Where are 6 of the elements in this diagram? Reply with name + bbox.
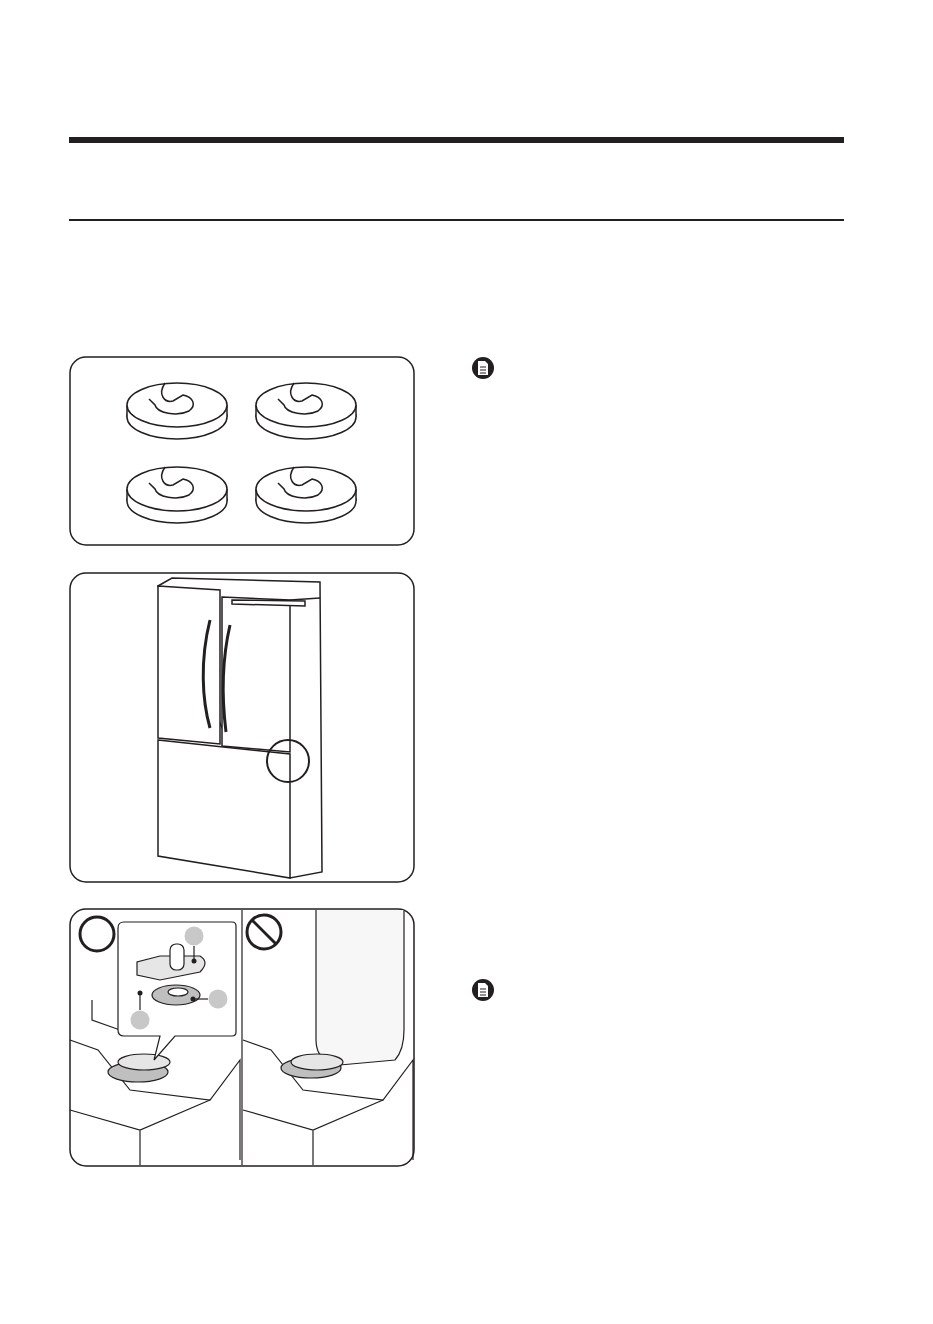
callout-circle	[184, 926, 204, 946]
leader-line	[191, 945, 197, 964]
callout-circle	[130, 1010, 150, 1030]
leader-line	[190, 996, 209, 1002]
leader-line	[137, 990, 143, 1011]
callout-circle	[208, 989, 228, 1009]
